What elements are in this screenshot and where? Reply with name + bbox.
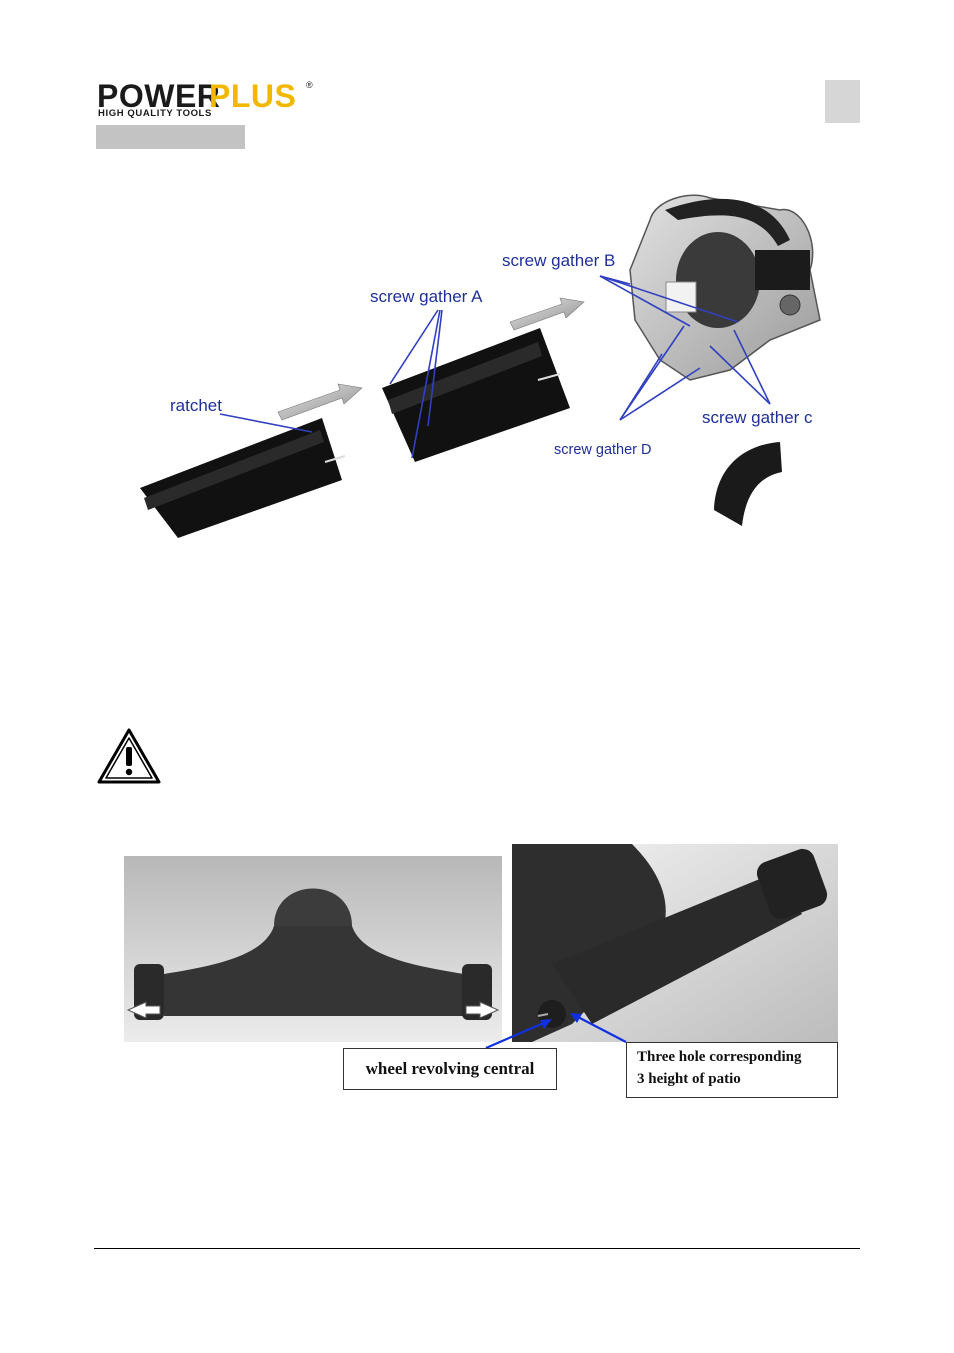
registered-mark: ® bbox=[306, 80, 313, 90]
brand-word-power: POWER bbox=[97, 78, 221, 114]
label-ratchet: ratchet bbox=[170, 396, 222, 415]
wheel-figure: wheel revolving central Three hole corre… bbox=[96, 842, 846, 1104]
brand-word-plus: PLUS bbox=[209, 78, 297, 114]
wheel-front-view bbox=[124, 856, 502, 1042]
callout-wheel-text: wheel revolving central bbox=[365, 1059, 535, 1078]
wheel-side-view bbox=[512, 844, 838, 1042]
label-screw-gather-d: screw gather D bbox=[554, 442, 652, 458]
callout-wheel-revolving: wheel revolving central bbox=[343, 1048, 557, 1090]
lower-tube bbox=[140, 418, 346, 538]
callout-holes-line2: 3 height of patio bbox=[637, 1071, 741, 1087]
warning-icon bbox=[97, 728, 161, 784]
elbow-part bbox=[714, 442, 782, 526]
leader-lines bbox=[219, 275, 771, 459]
footer-rule bbox=[94, 1248, 860, 1249]
blower-body bbox=[629, 194, 821, 381]
label-screw-gather-a: screw gather A bbox=[370, 287, 483, 306]
callout-arrows bbox=[485, 1013, 627, 1050]
assembly-arrow-2 bbox=[509, 297, 585, 331]
brand-logo: POWER PLUS ® HIGH QUALITY TOOLS bbox=[97, 80, 317, 122]
brand-tagline: HIGH QUALITY TOOLS bbox=[98, 108, 212, 119]
assembly-arrow-1 bbox=[277, 383, 363, 421]
label-screw-gather-b: screw gather B bbox=[502, 251, 615, 270]
assembly-diagram: ratchet screw gather A screw gather B sc… bbox=[140, 194, 821, 538]
label-screw-gather-c: screw gather c bbox=[702, 408, 813, 427]
middle-tube bbox=[382, 328, 570, 462]
language-tab bbox=[825, 80, 860, 123]
header-grey-bar bbox=[96, 125, 245, 149]
callout-holes-line1: Three hole corresponding bbox=[637, 1049, 802, 1065]
callout-three-holes: Three hole corresponding 3 height of pat… bbox=[626, 1042, 838, 1098]
